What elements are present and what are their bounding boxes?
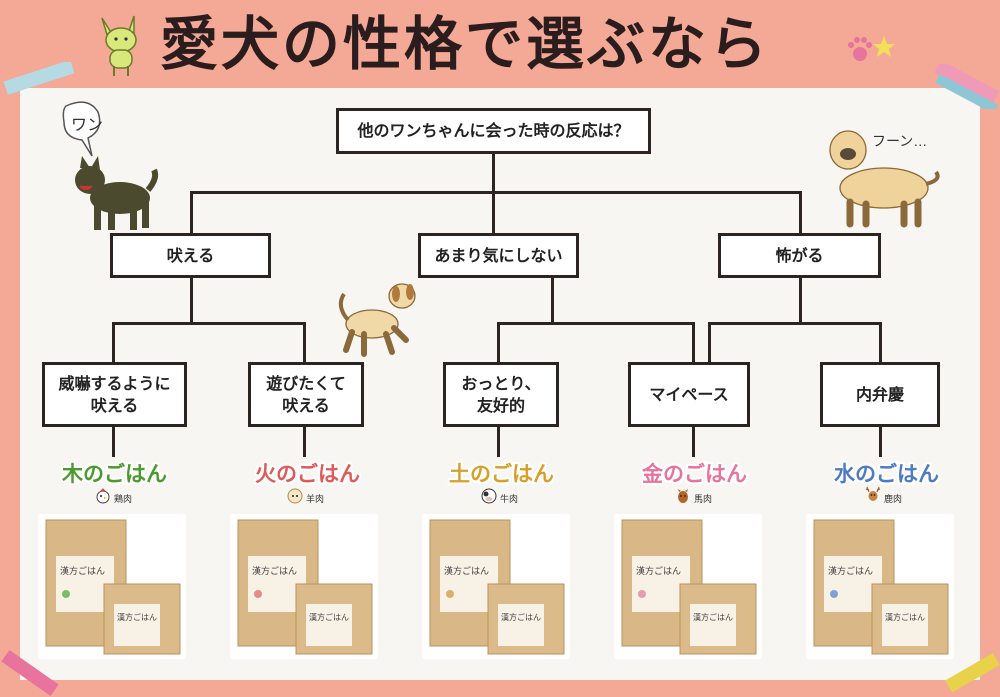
connector: [799, 191, 802, 235]
page-title: 愛犬の性格で選ぶなら: [160, 10, 771, 78]
package-label: 漢方ごはん: [828, 565, 873, 576]
personality-line: 吠える: [90, 395, 139, 415]
speech-text: ワン: [71, 117, 103, 134]
product-photo: 漢方ごはん漢方ごはん: [614, 514, 762, 659]
chicken-icon: [96, 488, 110, 504]
package-label: 漢方ごはん: [252, 565, 297, 576]
answer-box-scared: 怖がる: [718, 233, 881, 278]
tape-decoration-top-right: [934, 64, 1000, 109]
personality-line: 威嚇するように: [58, 373, 171, 393]
package-label: 漢方ごはん: [636, 565, 681, 576]
personality-line: 吠える: [282, 395, 330, 415]
connector: [497, 322, 500, 364]
connector: [492, 191, 495, 235]
answer-label: 怖がる: [775, 245, 824, 265]
answer-box-bark: 吠える: [110, 233, 271, 278]
speech-text: フーン…: [872, 133, 927, 149]
sheep-icon: [287, 488, 303, 504]
answer-box-indifferent: あまり気にしない: [418, 233, 579, 278]
personality-line: マイペース: [649, 384, 729, 404]
growling-dog-icon: フーン…: [829, 130, 940, 228]
question-box: 他のワンちゃんに会った時の反応は？: [336, 108, 651, 154]
meat-label: 鹿肉: [884, 495, 903, 505]
meat-label: 牛肉: [500, 495, 519, 505]
food-label-water: 水のごはん: [834, 462, 939, 486]
answer-label: 吠える: [166, 245, 215, 265]
personality-box-mypace: マイペース: [628, 362, 750, 427]
horse-icon: [678, 489, 688, 503]
product-photo: 漢方ごはん漢方ごはん: [38, 514, 186, 659]
connector: [112, 322, 306, 325]
connector: [497, 322, 695, 325]
meat-label: 鶏肉: [114, 495, 133, 505]
food-label-metal: 金のごはん: [642, 462, 747, 486]
cow-icon: [481, 488, 497, 504]
personality-box-homebody: 内弁慶: [820, 362, 940, 427]
deer-icon: [865, 486, 881, 501]
tape-decoration-bottom-right: [945, 652, 1000, 693]
package-label: 漢方ごはん: [444, 565, 489, 576]
tape-decoration-bottom-left: [1, 650, 59, 696]
connector: [692, 425, 695, 457]
food-label-fire: 火のごはん: [255, 462, 360, 486]
meat-label: 馬肉: [694, 495, 713, 505]
connector: [190, 191, 802, 194]
connector: [879, 425, 882, 457]
answer-label: あまり気にしない: [434, 245, 563, 265]
connector: [551, 276, 554, 324]
connector: [303, 322, 306, 364]
playful-dog-icon: [338, 283, 416, 357]
package-label: 漢方ごはん: [501, 612, 541, 622]
product-photo: 漢方ごはん漢方ごはん: [230, 514, 378, 659]
food-label-earth: 土のごはん: [449, 462, 554, 486]
personality-line: 遊びたくて: [266, 373, 346, 393]
connector: [799, 276, 802, 324]
meat-label: 羊肉: [306, 495, 325, 505]
connector: [879, 322, 882, 364]
connector: [497, 425, 500, 457]
product-photo: 漢方ごはん漢方ごはん: [422, 514, 570, 659]
chihuahua-icon: [101, 15, 137, 76]
personality-box-playful: 遊びたくて吠える: [248, 362, 364, 427]
connector: [708, 322, 711, 364]
connector: [708, 322, 882, 325]
personality-line: 友好的: [476, 395, 525, 415]
food-label-wood: 木のごはん: [62, 462, 167, 486]
personality-box-intimidating: 威嚇するように吠える: [42, 362, 187, 427]
package-label: 漢方ごはん: [309, 612, 349, 622]
connector: [190, 276, 193, 324]
personality-box-friendly: おっとり、友好的: [443, 362, 559, 427]
connector: [112, 322, 115, 364]
question-text: 他のワンちゃんに会った時の反応は？: [357, 121, 630, 141]
product-photo: 漢方ごはん漢方ごはん: [806, 514, 954, 659]
barking-dog-icon: ワン: [62, 101, 159, 230]
connector: [303, 425, 306, 457]
personality-line: おっとり、: [461, 373, 541, 393]
package-label: 漢方ごはん: [885, 612, 925, 622]
connector: [190, 191, 193, 235]
personality-line: 内弁慶: [855, 384, 904, 404]
tape-decoration-top-left: [3, 62, 75, 95]
package-label: 漢方ごはん: [117, 612, 157, 622]
connector: [692, 322, 695, 364]
package-label: 漢方ごはん: [60, 565, 105, 576]
connector: [492, 152, 495, 192]
connector: [112, 425, 115, 457]
paw-icon: [848, 36, 895, 61]
package-label: 漢方ごはん: [693, 612, 733, 622]
